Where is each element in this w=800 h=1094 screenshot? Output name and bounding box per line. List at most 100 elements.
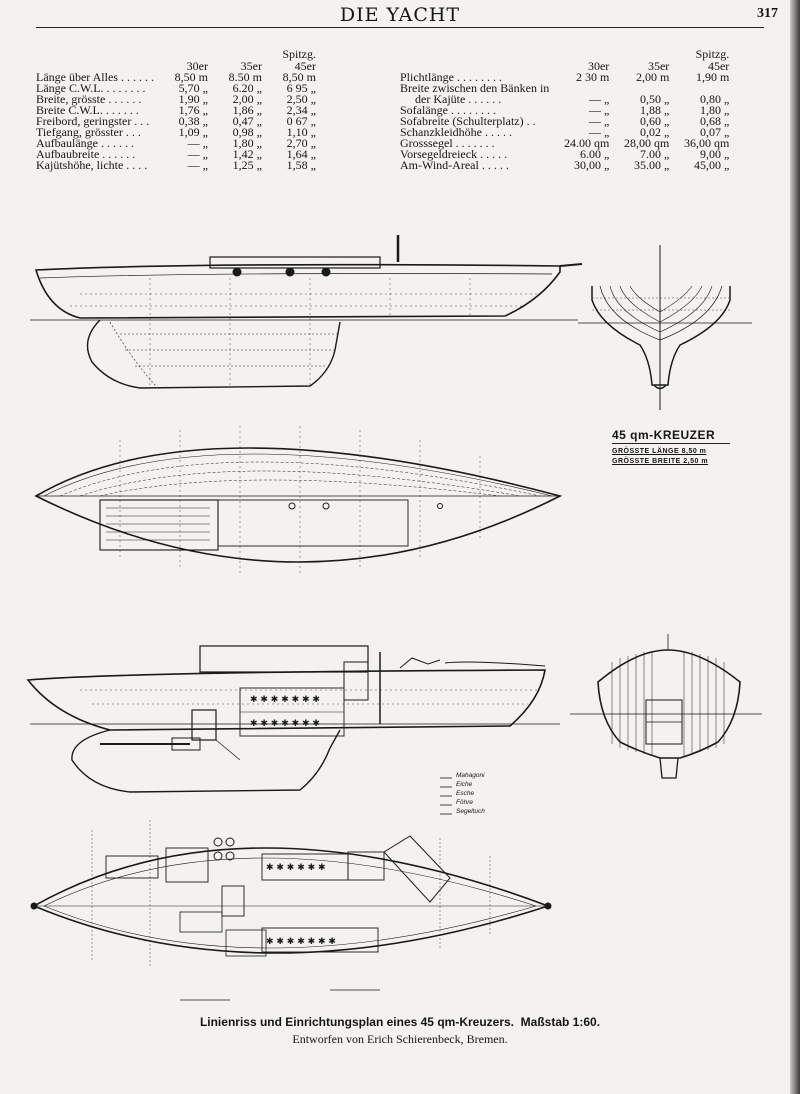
row-label: Grosssegel . . . . . . . <box>400 136 495 150</box>
row-value: 1,76 „ <box>178 103 208 117</box>
midship-section-drawing <box>570 634 762 779</box>
table-row: Aufbaulänge . . . . . . — „ 1,80 „ 2,70 „ <box>34 136 318 150</box>
row-value: 2,70 „ <box>286 136 316 150</box>
svg-text:✱ ✱ ✱ ✱ ✱ ✱ ✱: ✱ ✱ ✱ ✱ ✱ ✱ ✱ <box>250 695 320 705</box>
row-value: 0,98 „ <box>232 125 262 139</box>
row-value: 1,90 „ <box>178 92 208 106</box>
row-value: 2,00 „ <box>232 92 262 106</box>
row-value: 6.20 „ <box>232 81 262 95</box>
legend-item: Mahagoni <box>456 772 485 779</box>
row-label: Aufbaubreite . . . . . . <box>36 147 136 161</box>
spec-table-left: 30er 35er Spitzg.45er Länge über Alles .… <box>34 48 318 171</box>
caption-line-2: Entworfen von Erich Schierenbeck, Bremen… <box>292 1032 508 1046</box>
cabin-upholstery-pattern: ✱ ✱ ✱ ✱ ✱ ✱ ✱ ✱ ✱ ✱ ✱ ✱ ✱ ✱ <box>250 695 320 729</box>
row-value: 1,64 „ <box>286 147 316 161</box>
row-label: Am-Wind-Areal . . . . . <box>400 158 509 172</box>
figure-caption: Linienriss und Einrichtungsplan eines 45… <box>0 1015 800 1029</box>
row-value: — „ <box>187 158 208 172</box>
svg-text:✱ ✱ ✱ ✱ ✱ ✱ ✱: ✱ ✱ ✱ ✱ ✱ ✱ ✱ <box>266 937 336 947</box>
row-label: Länge über Alles . . . . . . <box>36 70 154 84</box>
row-label: Schanzkleidhöhe . . . . . <box>400 125 512 139</box>
row-value: 2,00 m <box>635 70 670 84</box>
body-plan-drawing <box>578 245 752 410</box>
row-value: 45,00 „ <box>693 158 730 172</box>
table-row: Sofalänge . . . . . . . .— „1,88 „1,80 „ <box>398 103 731 117</box>
row-value: 5,70 „ <box>178 81 208 95</box>
row-value: 0,50 „ <box>639 92 670 106</box>
row-value: 1,42 „ <box>232 147 262 161</box>
row-value: 9,00 „ <box>699 147 730 161</box>
kreuzer-title: 45 qm-KREUZER <box>612 428 730 444</box>
column-header: Spitzg.45er <box>264 48 318 72</box>
row-label: der Kajüte . . . . . . <box>400 92 502 106</box>
table-row: Grosssegel . . . . . . . 24.00 qm 28,00 qm… <box>398 136 731 150</box>
row-label: Länge C.W.L. . . . . . . . <box>36 81 146 95</box>
figure-credit: Entworfen von Erich Schierenbeck, Bremen… <box>0 1032 800 1047</box>
row-value: — „ <box>588 125 610 139</box>
table-row: Am-Wind-Areal . . . . . 30,00 „ 35.00 „ 45,… <box>398 158 731 172</box>
row-value: 2 30 m <box>575 70 610 84</box>
page-header-title: DIE YACHT <box>339 4 461 26</box>
row-value: — „ <box>187 136 208 150</box>
table-row: Breite C.W.L. . . . . . .1,76 „1,86 „2,3… <box>34 103 318 117</box>
row-value: 0,47 „ <box>232 114 262 128</box>
row-value: — „ <box>588 114 610 128</box>
row-value: 2,50 „ <box>286 92 316 106</box>
table-row: Tiefgang, grösster . . .1,09 „0,98 „1,10… <box>34 125 318 139</box>
spec-table-header: 30er 35er Spitzg.45er <box>398 48 731 72</box>
table-row: Schanzkleidhöhe . . . . . — „ 0,02 „ 0,07 „ <box>398 125 731 139</box>
row-value: 0,38 „ <box>178 114 208 128</box>
material-legend: Mahagoni Eiche Esche Föhre Segeltuch <box>440 771 485 816</box>
half-breadth-plan-drawing <box>34 426 563 574</box>
row-label: Breite, grösste . . . . . . <box>36 92 142 106</box>
row-value: 8,50 m <box>174 70 208 84</box>
svg-text:✱ ✱ ✱ ✱ ✱ ✱: ✱ ✱ ✱ ✱ ✱ ✱ <box>266 863 326 873</box>
page-number: 317 <box>757 6 778 21</box>
legend-item: Eiche <box>456 781 473 788</box>
table-row: Sofabreite (Schulterplatz) . .— „0,60 „0… <box>398 114 731 128</box>
row-value: 1,86 „ <box>232 103 262 117</box>
row-value: 6.00 „ <box>579 147 610 161</box>
row-value: 1,80 „ <box>232 136 262 150</box>
row-label: Sofalänge . . . . . . . . <box>400 103 496 117</box>
row-value: 0,02 „ <box>639 125 670 139</box>
row-value: — „ <box>187 147 208 161</box>
row-value: 0 67 „ <box>286 114 316 128</box>
row-value: 1,09 „ <box>178 125 208 139</box>
column-header: 35er <box>647 59 670 73</box>
caption-line-1: Linienriss und Einrichtungsplan eines 45… <box>199 1015 601 1029</box>
row-label: Breite C.W.L. . . . . . . <box>36 103 139 117</box>
row-value: 1,10 „ <box>286 125 316 139</box>
row-value: 36,00 qm <box>683 136 730 150</box>
row-label: Breite zwischen den Bänken in <box>400 81 550 95</box>
row-label: Kajütshöhe, lichte . . . . <box>36 158 148 172</box>
row-value: 8,50 m <box>282 70 316 84</box>
accommodation-plan-drawing <box>30 820 552 1001</box>
table-row: Freibord, geringster . . .0,38 „0,47 „0 … <box>34 114 318 128</box>
legend-lines <box>440 777 452 815</box>
table-row: Breite zwischen den Bänken in <box>398 81 731 95</box>
legend-item: Segeltuch <box>456 808 485 815</box>
plan-upholstery-pattern: ✱ ✱ ✱ ✱ ✱ ✱ ✱ ✱ ✱ ✱ ✱ ✱ ✱ <box>266 863 336 947</box>
column-header: 30er <box>186 59 208 73</box>
row-value: 28,00 qm <box>623 136 670 150</box>
row-value: 24.00 qm <box>563 136 610 150</box>
row-value: 1,80 „ <box>699 103 730 117</box>
spec-table-right: 30er 35er Spitzg.45er Plichtlänge . . . … <box>398 48 731 171</box>
sheer-profile-drawing <box>30 235 583 389</box>
row-value: 1,25 „ <box>232 158 262 172</box>
column-header: 35er <box>240 59 262 73</box>
row-value: 35.00 „ <box>633 158 670 172</box>
column-header-line: Spitzg.45er <box>282 47 316 73</box>
row-value: 0,80 „ <box>699 92 730 106</box>
row-value: — „ <box>588 92 610 106</box>
table-row: der Kajüte . . . . . . — „ 0,50 „ 0,80 „ <box>398 92 731 106</box>
column-header: 30er <box>587 59 610 73</box>
kreuzer-breadth: GRÖSSTE BREITE 2,50 m <box>612 458 709 465</box>
row-value: 6 95 „ <box>286 81 316 95</box>
row-value: 30,00 „ <box>573 158 610 172</box>
row-value: 0,07 „ <box>699 125 730 139</box>
row-label: Aufbaulänge . . . . . . <box>36 136 134 150</box>
